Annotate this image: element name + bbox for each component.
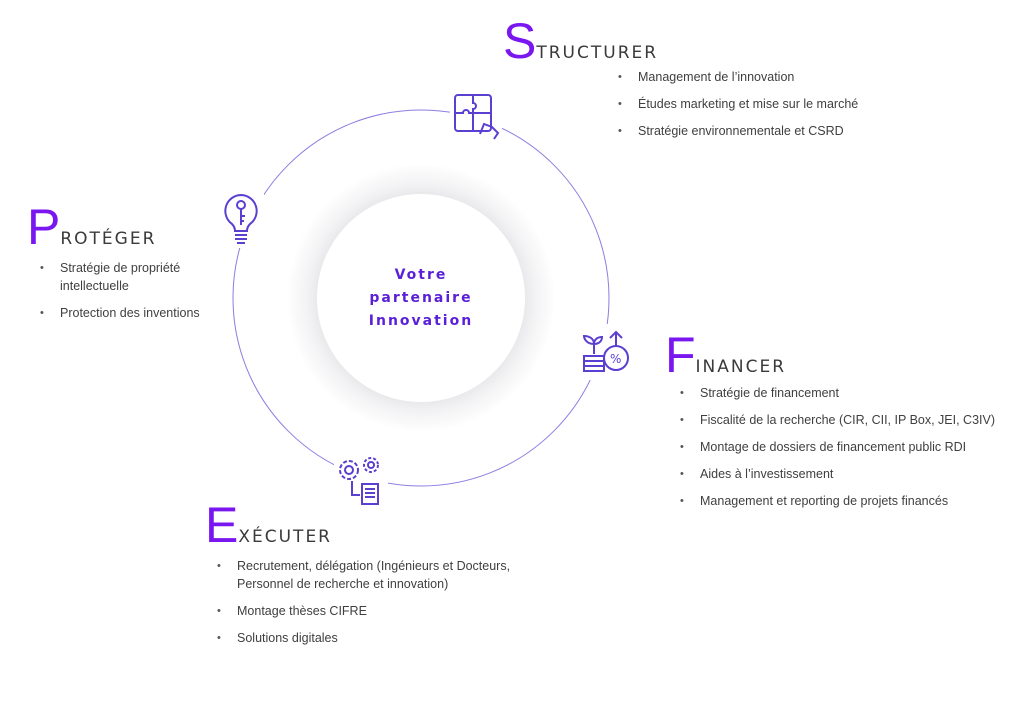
heading-rest: INANCER — [695, 357, 787, 377]
list-item: Stratégie environnementale et CSRD — [618, 122, 918, 140]
proteger-list: Stratégie de propriété intellectuelle Pr… — [40, 259, 210, 331]
executer-list: Recrutement, délégation (Ingénieurs et D… — [217, 557, 542, 656]
heading-structurer: STRUCTURER — [503, 16, 658, 66]
list-item: Solutions digitales — [217, 629, 542, 647]
center-circle — [317, 194, 525, 402]
list-item: Stratégie de propriété intellectuelle — [40, 259, 210, 295]
center-line-3: Innovation — [368, 313, 474, 329]
heading-rest: ROTÉGER — [60, 229, 157, 249]
heading-initial: S — [503, 13, 537, 69]
center-label: Votre partenaire Innovation — [331, 264, 511, 333]
structurer-list: Management de l’innovation Études market… — [618, 68, 918, 149]
heading-financer: FINANCER — [665, 330, 786, 380]
list-item: Management et reporting de projets finan… — [680, 492, 1000, 510]
puzzle-hand-icon — [450, 90, 502, 142]
heading-initial: F — [665, 327, 696, 383]
list-item: Stratégie de financement — [680, 384, 1000, 402]
heading-initial: P — [27, 199, 61, 255]
list-item: Recrutement, délégation (Ingénieurs et D… — [217, 557, 542, 593]
center-line-1: Votre — [394, 267, 448, 283]
heading-executer: EXÉCUTER — [205, 500, 332, 550]
financer-list: Stratégie de financement Fiscalité de la… — [680, 384, 1000, 519]
list-item: Management de l’innovation — [618, 68, 918, 86]
list-item: Aides à l’investissement — [680, 465, 1000, 483]
heading-rest: XÉCUTER — [238, 527, 332, 547]
heading-initial: E — [205, 497, 239, 553]
heading-rest: TRUCTURER — [536, 43, 659, 63]
center-line-2: partenaire — [369, 290, 473, 306]
list-item: Études marketing et mise sur le marché — [618, 95, 918, 113]
lightbulb-key-icon — [218, 192, 264, 248]
list-item: Montage de dossiers de financement publi… — [680, 438, 1000, 456]
list-item: Montage thèses CIFRE — [217, 602, 542, 620]
svg-text:%: % — [610, 352, 621, 366]
heading-proteger: PROTÉGER — [27, 202, 156, 252]
plant-coins-percent-icon: % — [578, 324, 634, 380]
list-item: Protection des inventions — [40, 304, 210, 322]
gears-document-icon — [334, 454, 388, 510]
list-item: Fiscalité de la recherche (CIR, CII, IP … — [680, 411, 1000, 429]
